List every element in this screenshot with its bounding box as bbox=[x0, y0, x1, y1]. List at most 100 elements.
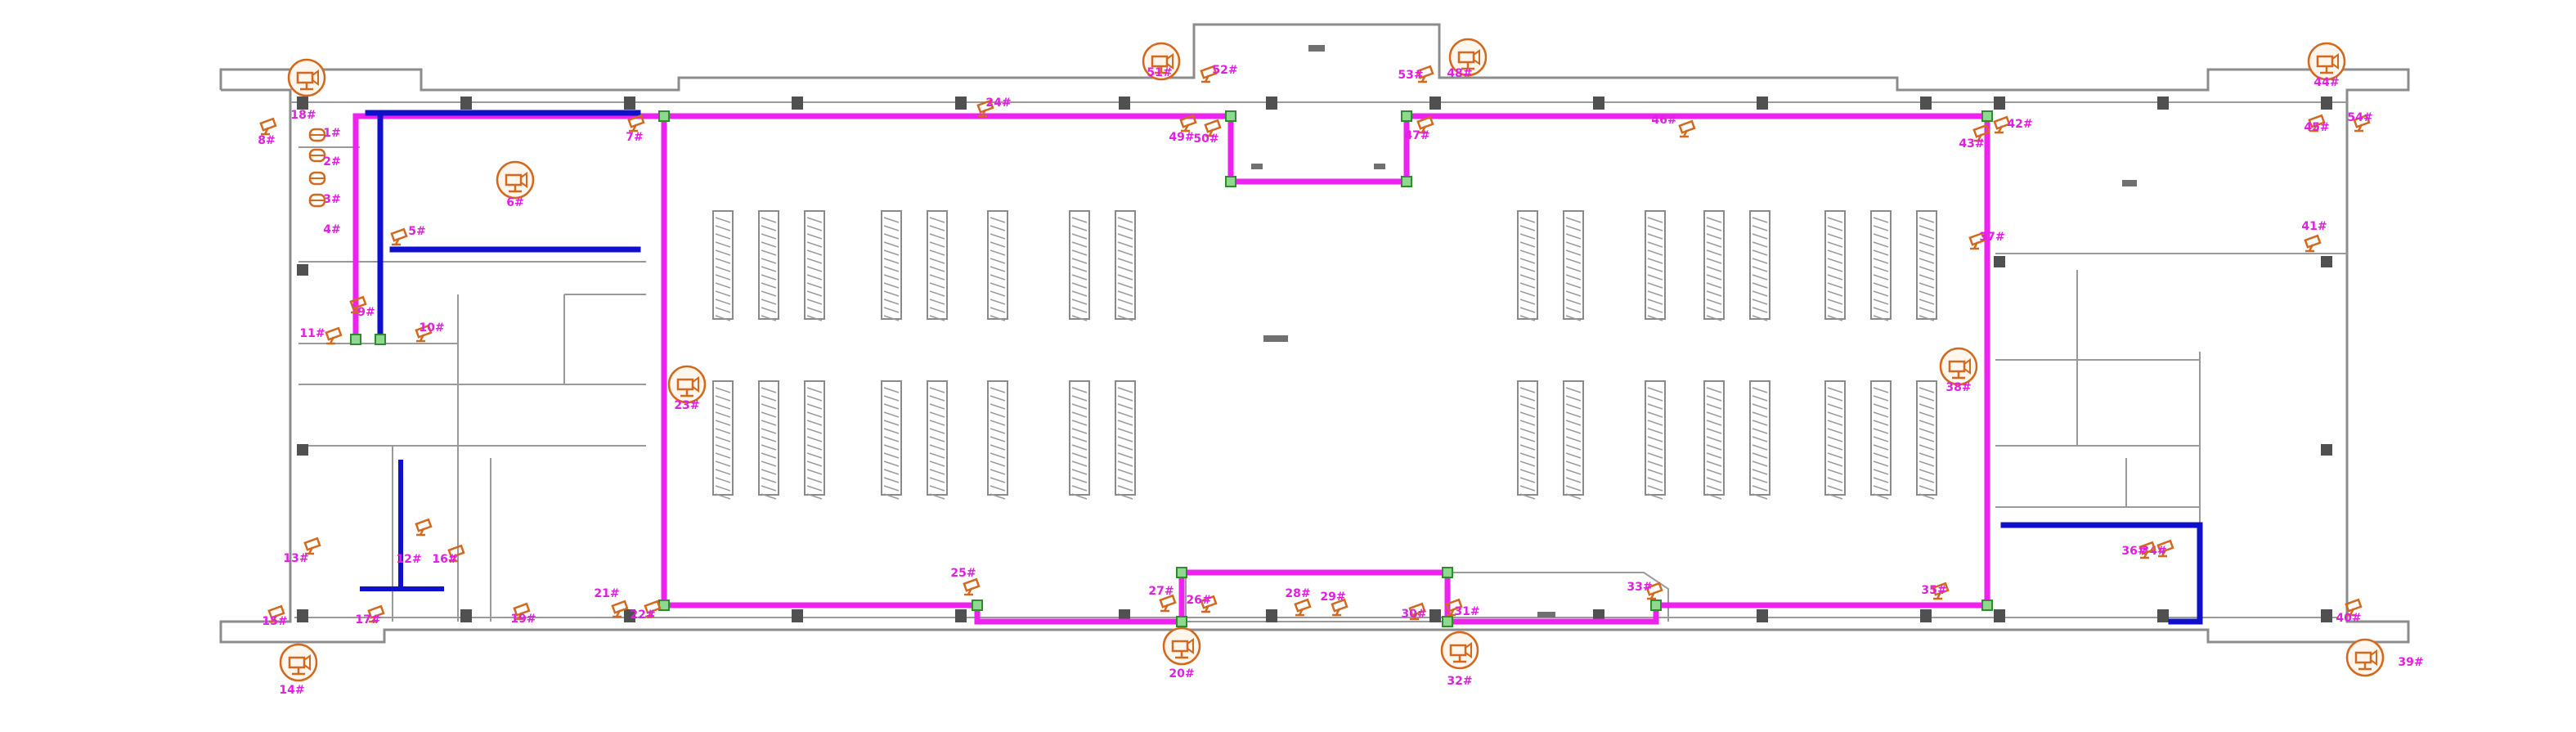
camera[interactable]: 23# bbox=[667, 365, 707, 412]
cctv-bullet-camera-icon bbox=[303, 537, 321, 555]
camera[interactable]: 1# bbox=[308, 127, 341, 142]
cctv-ptz-camera-icon bbox=[1162, 626, 1201, 666]
camera[interactable]: 40# bbox=[2336, 598, 2363, 625]
cctv-bullet-camera-icon bbox=[1678, 119, 1696, 138]
camera[interactable]: 17# bbox=[355, 604, 385, 626]
camera[interactable]: 6# bbox=[496, 160, 535, 209]
column bbox=[297, 264, 308, 276]
column bbox=[1757, 609, 1768, 622]
camera[interactable]: 30# bbox=[1401, 602, 1427, 621]
camera[interactable]: 54# bbox=[2347, 111, 2373, 132]
camera[interactable]: 49# bbox=[1169, 114, 1197, 144]
cctv-bullet-camera-icon bbox=[367, 604, 385, 623]
cctv-bullet-camera-icon bbox=[1331, 598, 1349, 617]
cable-junction-node bbox=[1401, 110, 1412, 122]
camera-number-label: 15# bbox=[262, 615, 287, 628]
cctv-bullet-camera-icon bbox=[1445, 598, 1463, 617]
camera[interactable]: 42# bbox=[1993, 115, 2033, 134]
rack-unit bbox=[1115, 210, 1136, 321]
camera[interactable]: 45# bbox=[2304, 114, 2330, 134]
camera[interactable]: 22# bbox=[630, 600, 662, 622]
camera[interactable]: 46# bbox=[1651, 114, 1696, 138]
cctv-ptz-camera-icon bbox=[1440, 631, 1479, 670]
camera[interactable]: 50# bbox=[1193, 119, 1222, 146]
camera-number-label: 1# bbox=[323, 127, 340, 140]
camera[interactable]: 8# bbox=[258, 117, 277, 147]
camera[interactable]: 41# bbox=[2301, 220, 2327, 253]
camera-number-label: 43# bbox=[1959, 137, 1984, 150]
cctv-bullet-camera-icon bbox=[259, 117, 277, 136]
camera[interactable]: 2# bbox=[308, 148, 341, 168]
column bbox=[1994, 256, 2005, 267]
camera-number-label: 36# bbox=[2121, 545, 2147, 558]
column bbox=[297, 609, 308, 622]
cctv-bullet-camera-icon bbox=[1294, 598, 1312, 617]
camera[interactable]: 36# bbox=[2121, 541, 2156, 559]
camera[interactable]: 10# bbox=[415, 321, 445, 343]
camera-number-label: 41# bbox=[2301, 220, 2327, 233]
camera[interactable]: 11# bbox=[299, 326, 343, 345]
magenta-cable-route-main bbox=[661, 113, 1990, 625]
camera[interactable]: 15# bbox=[262, 604, 288, 628]
rack-unit bbox=[881, 210, 902, 321]
camera[interactable]: 7# bbox=[626, 114, 645, 144]
camera-number-label: 45# bbox=[2304, 121, 2329, 134]
camera-number-label: 25# bbox=[950, 567, 976, 580]
camera[interactable]: 34# bbox=[2141, 539, 2174, 558]
rack-unit bbox=[1824, 210, 1846, 321]
camera[interactable]: 26# bbox=[1186, 594, 1218, 613]
camera[interactable]: 47# bbox=[1404, 115, 1434, 142]
camera[interactable]: 39# bbox=[2345, 638, 2424, 677]
cable-junction-node bbox=[350, 334, 361, 345]
camera[interactable]: 38# bbox=[1939, 347, 1978, 394]
camera[interactable]: 32# bbox=[1440, 631, 1479, 688]
camera[interactable]: 25# bbox=[950, 567, 981, 596]
cctv-bullet-camera-icon bbox=[1993, 115, 2011, 134]
camera[interactable]: 3# bbox=[308, 171, 341, 206]
rack-unit bbox=[927, 380, 948, 500]
camera[interactable]: 19# bbox=[510, 602, 536, 626]
camera[interactable]: 5# bbox=[390, 225, 426, 246]
cable-junction-node bbox=[1225, 110, 1236, 122]
column bbox=[624, 97, 635, 110]
camera[interactable]: 28# bbox=[1285, 587, 1312, 617]
camera[interactable]: 24# bbox=[976, 97, 1012, 118]
camera[interactable]: 12# bbox=[396, 518, 433, 566]
cable-junction-node bbox=[658, 110, 670, 122]
camera[interactable]: 9# bbox=[349, 295, 375, 319]
cctv-dome-camera-icon bbox=[308, 193, 326, 208]
camera[interactable]: 31# bbox=[1445, 598, 1480, 618]
cctv-ptz-camera-icon bbox=[1939, 347, 1978, 386]
column bbox=[1429, 609, 1441, 622]
camera[interactable]: 18# bbox=[287, 58, 326, 122]
camera-number-label: 46# bbox=[1651, 114, 1676, 127]
cable-junction-node bbox=[972, 600, 983, 611]
camera[interactable]: 16# bbox=[432, 544, 465, 566]
camera-number-label: 49# bbox=[1169, 131, 1194, 144]
camera[interactable]: 13# bbox=[283, 537, 321, 565]
camera-number-label: 5# bbox=[408, 225, 425, 238]
camera[interactable]: 21# bbox=[594, 587, 629, 618]
rack-unit bbox=[804, 210, 825, 321]
camera[interactable]: 44# bbox=[2307, 42, 2346, 89]
camera-number-label: 52# bbox=[1212, 64, 1237, 77]
camera-number-label: 4# bbox=[323, 223, 340, 236]
cctv-ptz-camera-icon bbox=[1448, 38, 1488, 77]
camera[interactable]: 35# bbox=[1921, 582, 1950, 600]
camera[interactable]: 52# bbox=[1200, 64, 1238, 83]
camera[interactable]: 43# bbox=[1959, 123, 1990, 150]
camera[interactable]: 20# bbox=[1162, 626, 1201, 680]
camera[interactable]: 27# bbox=[1148, 585, 1177, 613]
camera[interactable]: 51# bbox=[1142, 42, 1181, 81]
camera[interactable]: 33# bbox=[1627, 581, 1663, 600]
camera[interactable]: 14# bbox=[279, 643, 318, 697]
rack-unit bbox=[1870, 210, 1892, 321]
cctv-ptz-camera-icon bbox=[1142, 42, 1181, 81]
camera[interactable]: 48# bbox=[1447, 38, 1488, 80]
camera[interactable]: 53# bbox=[1398, 65, 1434, 83]
camera-number-label: 21# bbox=[594, 587, 619, 600]
camera[interactable]: 29# bbox=[1320, 591, 1349, 617]
camera[interactable]: 4# bbox=[308, 193, 341, 236]
camera[interactable]: 37# bbox=[1968, 231, 2005, 250]
